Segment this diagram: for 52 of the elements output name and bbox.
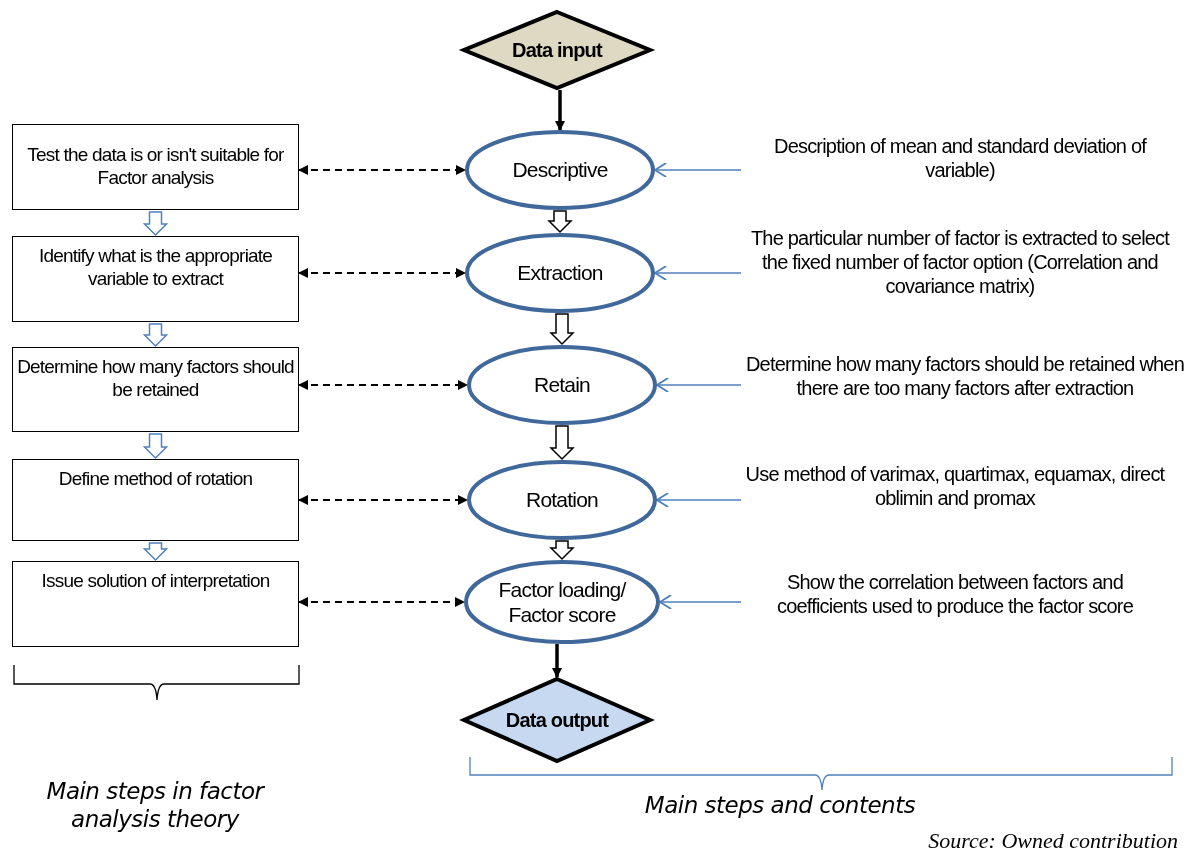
arrow — [654, 162, 742, 178]
block-arrow — [142, 542, 169, 562]
block-arrow — [549, 313, 575, 346]
arrow — [654, 265, 742, 281]
step-box — [12, 236, 299, 322]
process-ellipse — [464, 560, 660, 644]
block-arrow — [547, 210, 573, 234]
dashed-arrow — [298, 495, 468, 505]
source-note: Source: Owned contribution — [927, 828, 1178, 854]
description-text: Show the correlation between factors and coefficients used to produce the factor score — [745, 570, 1165, 626]
block-arrow — [142, 323, 169, 348]
step-box — [12, 347, 299, 432]
description-text: The particular number of factor is extracted to select the fixed number of factor option (Correlation and covariance matrix) — [745, 226, 1175, 304]
step-label: Rotation — [526, 487, 598, 513]
step-label: Identify what is the appropriate variable to extract — [37, 245, 274, 291]
terminal-diamond — [462, 10, 652, 90]
description-text: Use method of varimax, quartimax, equamax, direct oblimin and promax — [745, 462, 1165, 518]
arrow — [659, 594, 742, 610]
terminal-label: Data output — [505, 708, 609, 732]
step-label: Issue solution of interpretation — [41, 570, 270, 593]
terminal-diamond — [462, 677, 652, 763]
arrow — [656, 377, 742, 393]
step-label: Determine how many factors should be retained — [17, 356, 294, 402]
block-arrow — [142, 211, 169, 237]
terminal-label: Data input — [512, 38, 602, 62]
step-box — [12, 561, 299, 647]
dashed-arrow — [298, 380, 468, 390]
step-label: Retain — [534, 372, 590, 398]
dashed-arrow — [298, 597, 465, 607]
block-arrow — [549, 540, 575, 561]
dashed-arrow — [298, 268, 466, 278]
arrow — [552, 644, 562, 678]
dashed-arrow — [298, 165, 466, 175]
step-label: Define method of rotation — [58, 468, 253, 491]
step-label: Extraction — [517, 260, 603, 286]
step-box — [12, 459, 299, 541]
process-ellipse — [467, 460, 657, 540]
description-text: Description of mean and standard deviation of variable) — [745, 134, 1175, 190]
block-arrow — [549, 425, 575, 461]
arrow — [555, 90, 565, 131]
step-label: Test the data is or isn't suitable for Factor analysis — [26, 144, 285, 190]
process-ellipse — [465, 130, 655, 210]
block-arrow — [142, 433, 169, 460]
process-ellipse — [467, 345, 657, 425]
description-text: Determine how many factors should be retained when there are too many factors after extraction — [745, 352, 1185, 408]
section-caption: Main steps in factor analysis theory — [45, 778, 266, 834]
step-label: Factor loading/ Factor score — [497, 576, 627, 628]
step-box — [12, 124, 299, 210]
section-caption: Main steps and contents — [643, 792, 917, 818]
step-label: Descriptive — [512, 157, 608, 183]
arrow — [656, 492, 742, 508]
process-ellipse — [465, 233, 655, 313]
